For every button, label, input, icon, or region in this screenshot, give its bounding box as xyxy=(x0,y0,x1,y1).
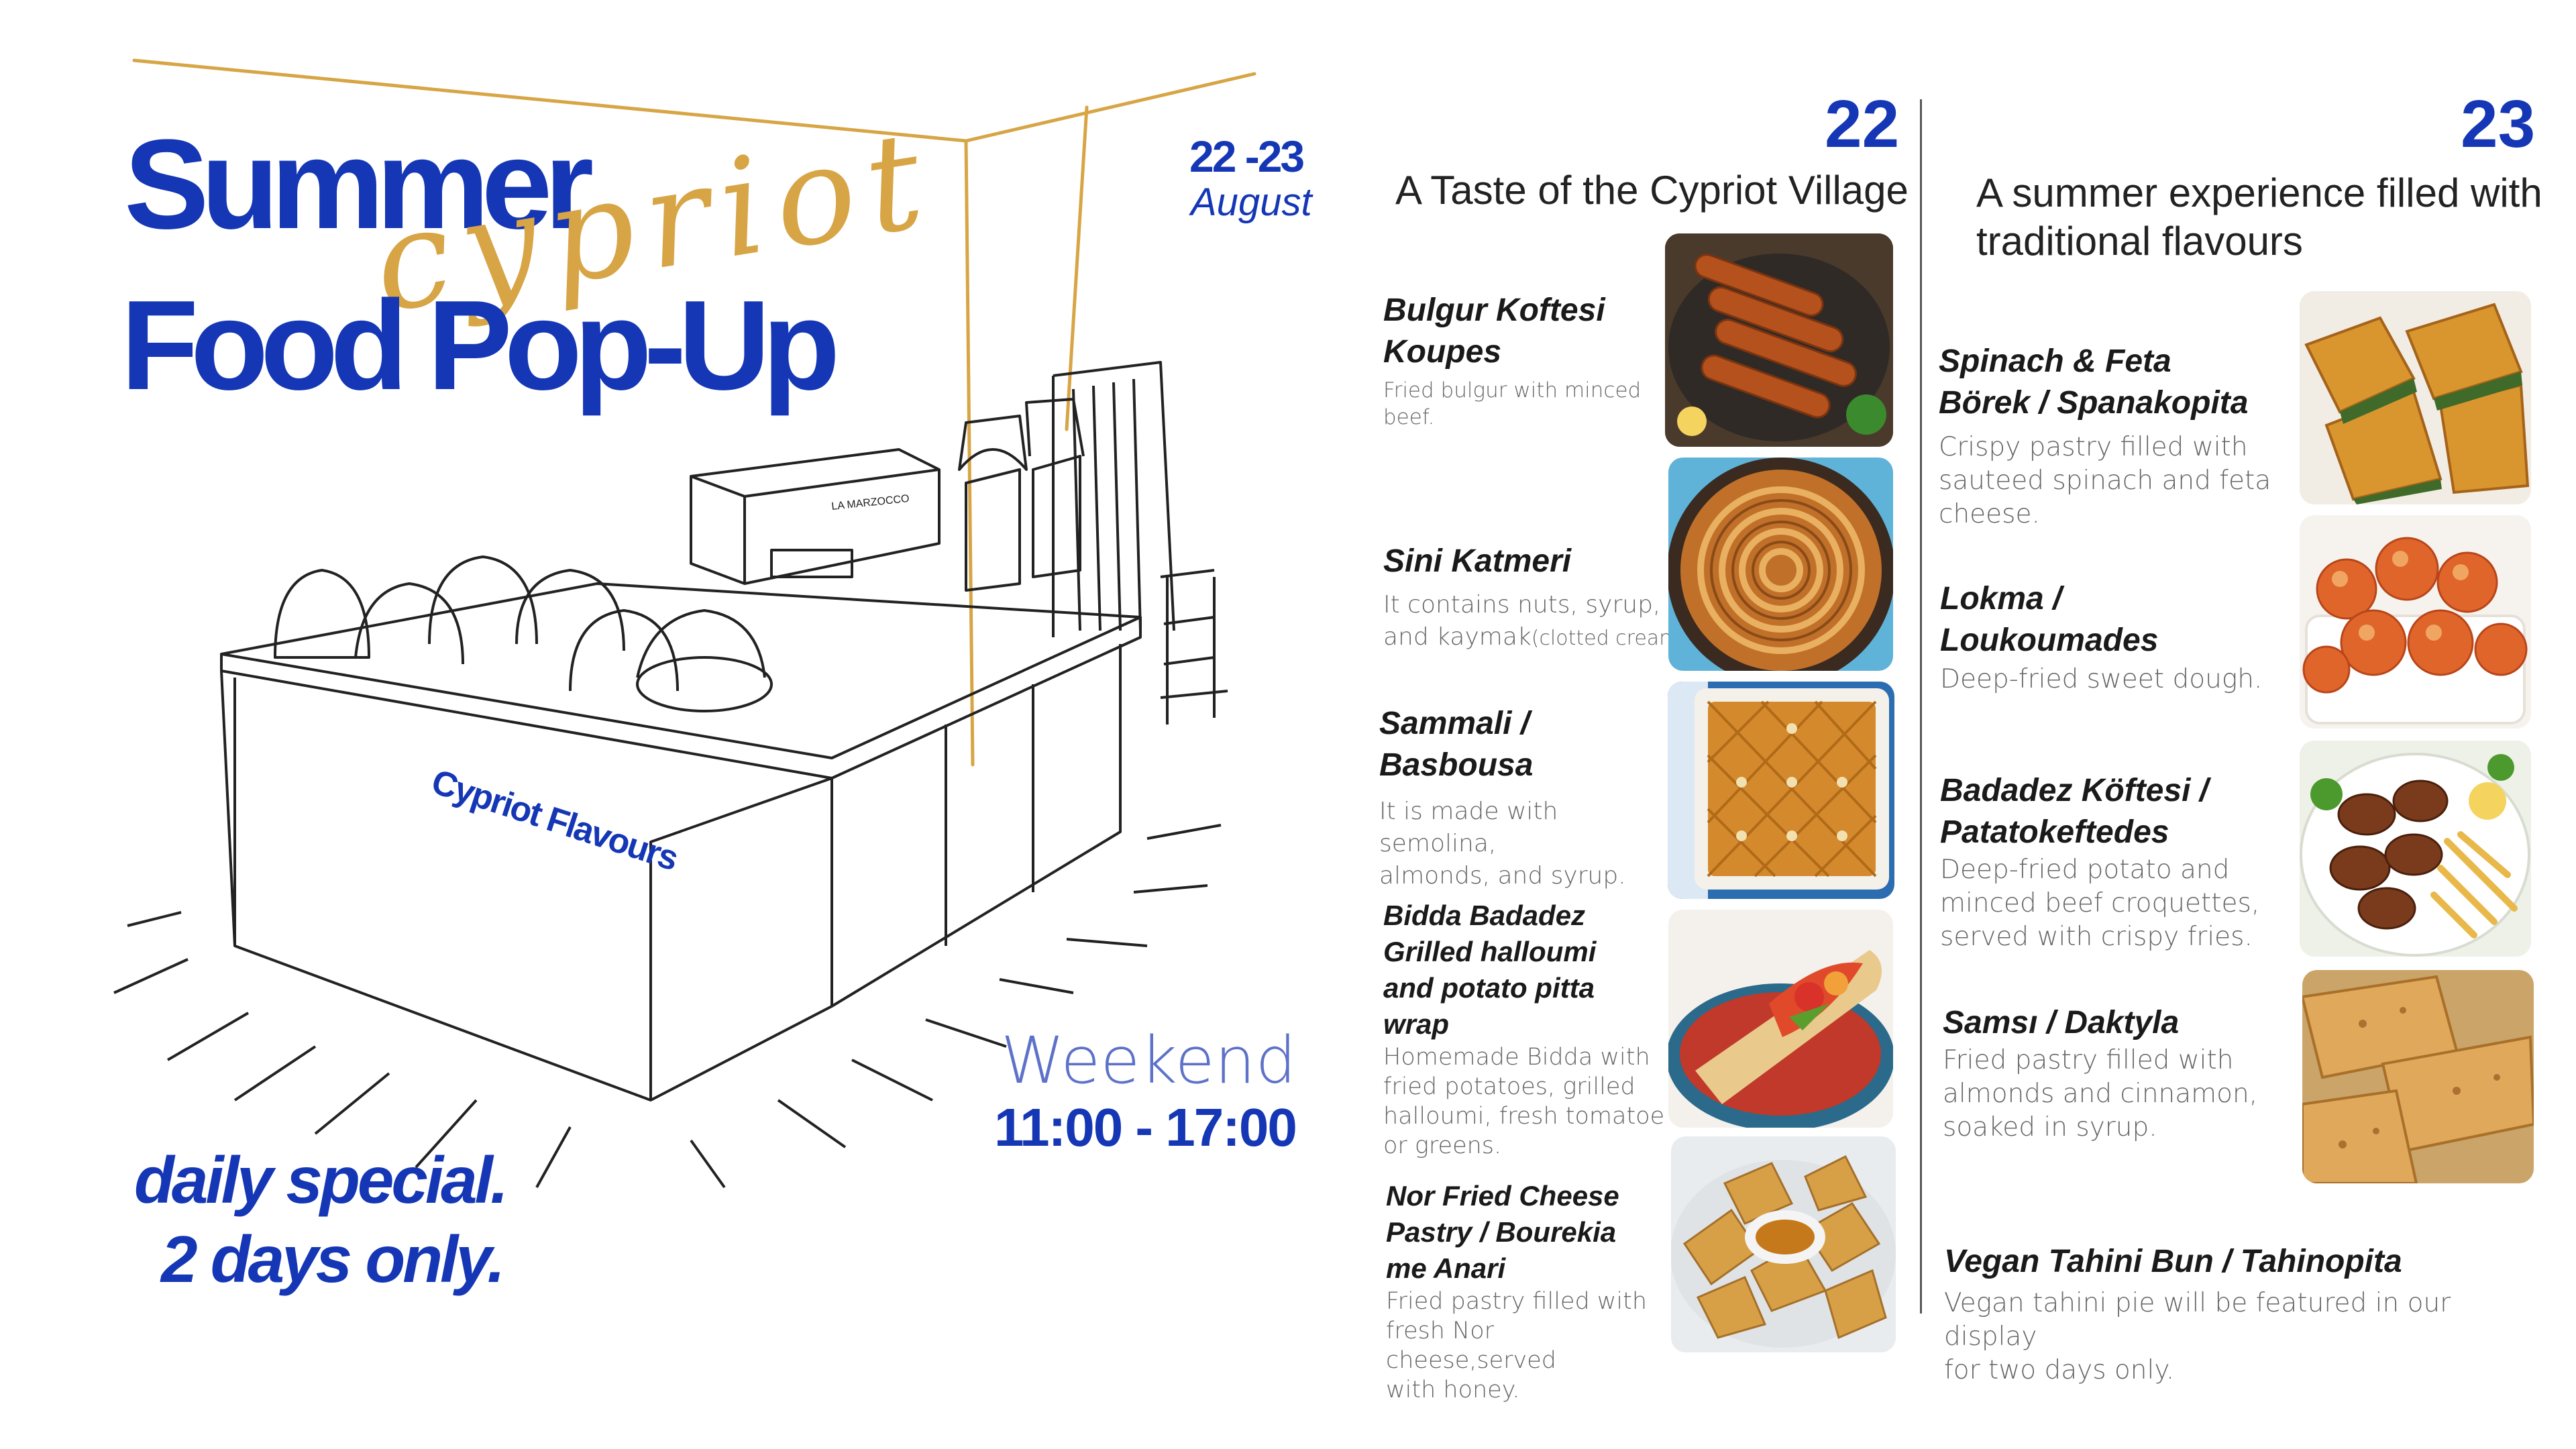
item-desc-note: (clotted cream) xyxy=(1531,627,1687,650)
item-title: Sammali / xyxy=(1379,706,1530,741)
item-desc: fried potatoes, grilled xyxy=(1383,1073,1635,1100)
counter-sign: Cypriot Flavours xyxy=(427,762,682,878)
item-desc: cheese. xyxy=(1939,499,2040,529)
title-food-popup: Food Pop-Up xyxy=(121,274,840,417)
item-title: Sini Katmeri xyxy=(1383,543,1572,579)
item-desc: for two days only. xyxy=(1944,1355,2175,1385)
item-title: Koupes xyxy=(1383,334,1502,370)
title-summer: Summer xyxy=(124,113,594,256)
spanakopita-photo xyxy=(2300,291,2531,504)
item-desc: or greens. xyxy=(1383,1132,1502,1159)
daktyla-photo xyxy=(2302,970,2534,1183)
item-desc: beef. xyxy=(1383,405,1435,429)
pitta-wrap-photo xyxy=(1668,910,1893,1128)
item-title: Bidda Badadez xyxy=(1383,900,1586,931)
item-desc: Deep-fried potato and xyxy=(1940,855,2230,885)
event-month: August xyxy=(1191,180,1312,224)
bourekia-photo xyxy=(1671,1136,1896,1352)
menu-item-koupes: Bulgur Koftesi Koupes Fried bulgur with … xyxy=(1383,290,1652,431)
item-title: wrap xyxy=(1383,1008,1450,1040)
menu-item-daktyla: Samsı / Daktyla Fried pastry filled with… xyxy=(1943,1002,2292,1144)
item-desc: Fried pastry filled with xyxy=(1386,1288,1648,1315)
item-title: Badadez Köftesi / xyxy=(1940,773,2209,808)
item-desc: served with crispy fries. xyxy=(1940,922,2253,952)
item-desc: and kaymak xyxy=(1383,623,1532,651)
item-desc: minced beef croquettes, xyxy=(1940,888,2260,918)
day-23-heading-line1: A summer experience filled with xyxy=(1976,170,2542,215)
item-desc: It contains nuts, syrup, xyxy=(1383,591,1661,619)
day-23-heading-line2: traditional flavours xyxy=(1976,219,2303,264)
menu-item-tahinopita: Vegan Tahini Bun / Tahinopita Vegan tahi… xyxy=(1944,1241,2548,1387)
item-title: Börek / Spanakopita xyxy=(1939,385,2249,421)
day-23-number: 23 xyxy=(2461,87,2536,162)
item-title: Samsı / Daktyla xyxy=(1943,1005,2180,1040)
item-title: me Anari xyxy=(1386,1252,1506,1284)
loukoumades-photo xyxy=(2300,515,2531,729)
item-desc: soaked in syrup. xyxy=(1943,1112,2157,1142)
menu-item-bourekia: Nor Fried Cheese Pastry / Bourekia me An… xyxy=(1386,1178,1668,1405)
patatokeftedes-photo xyxy=(2300,741,2531,957)
koupes-photo xyxy=(1665,233,1893,447)
item-title: Vegan Tahini Bun / Tahinopita xyxy=(1944,1244,2402,1279)
item-desc: Vegan tahini pie will be featured in our… xyxy=(1944,1288,2451,1352)
item-title: Basbousa xyxy=(1379,747,1534,783)
item-title: Pastry / Bourekia xyxy=(1386,1216,1617,1248)
item-desc: Homemade Bidda with xyxy=(1383,1044,1650,1071)
item-desc: Deep-fried sweet dough. xyxy=(1940,664,2263,694)
menu-item-katmeri: Sini Katmeri It contains nuts, syrup, an… xyxy=(1383,541,1686,655)
item-desc: with honey. xyxy=(1386,1377,1520,1403)
day-22-number: 22 xyxy=(1825,87,1900,162)
opening-hours: 11:00 - 17:00 xyxy=(994,1097,1297,1157)
machine-brand: LA MARZOCCO xyxy=(831,493,910,513)
item-title: Bulgur Koftesi xyxy=(1383,292,1605,328)
column-divider xyxy=(1920,99,1922,1313)
item-desc: fresh Nor cheese,served xyxy=(1386,1318,1557,1374)
item-title: Spinach & Feta xyxy=(1939,343,2171,379)
item-title: Lokma / Loukoumades xyxy=(1940,581,2159,658)
item-desc: Fried pastry filled with xyxy=(1943,1045,2234,1075)
item-desc: halloumi, fresh tomatoe xyxy=(1383,1103,1665,1130)
weekend-label: Weekend xyxy=(1001,1023,1297,1098)
menu-item-spanakopita: Spinach & Feta Börek / Spanakopita Crisp… xyxy=(1939,341,2288,531)
menu-item-basbousa: Sammali / Basbousa It is made with semol… xyxy=(1379,703,1674,892)
item-title: Grilled halloumi xyxy=(1383,936,1597,967)
item-title: and potato pitta xyxy=(1383,972,1595,1004)
kiosk-illustration: Cypriot Flavours LA MARZOCCO xyxy=(113,58,1256,1189)
item-desc: almonds and cinnamon, xyxy=(1943,1079,2258,1109)
item-title: Patatokeftedes xyxy=(1940,814,2169,850)
tagline-daily-special: daily special. xyxy=(134,1143,508,1217)
item-desc: sauteed spinach and feta xyxy=(1939,466,2271,496)
event-dates: 22 -23 xyxy=(1189,131,1305,181)
item-title: Nor Fried Cheese xyxy=(1386,1180,1619,1212)
item-desc: Crispy pastry filled with xyxy=(1939,432,2248,462)
katmeri-photo xyxy=(1668,458,1893,671)
tagline-two-days: 2 days only. xyxy=(161,1222,505,1296)
item-desc: It is made with semolina, xyxy=(1379,798,1558,857)
menu-item-patatokeftedes: Badadez Köftesi / Patatokeftedes Deep-fr… xyxy=(1940,770,2289,954)
day-22-heading: A Taste of the Cypriot Village xyxy=(1395,168,1909,213)
item-desc: Fried bulgur with minced xyxy=(1383,378,1642,402)
menu-item-loukoumades: Lokma / Loukoumades Deep-fried sweet dou… xyxy=(1940,578,2289,696)
item-desc: almonds, and syrup. xyxy=(1379,862,1626,890)
basbousa-photo xyxy=(1668,682,1894,899)
menu-item-pitta-wrap: Bidda Badadez Grilled halloumi and potat… xyxy=(1383,898,1665,1161)
